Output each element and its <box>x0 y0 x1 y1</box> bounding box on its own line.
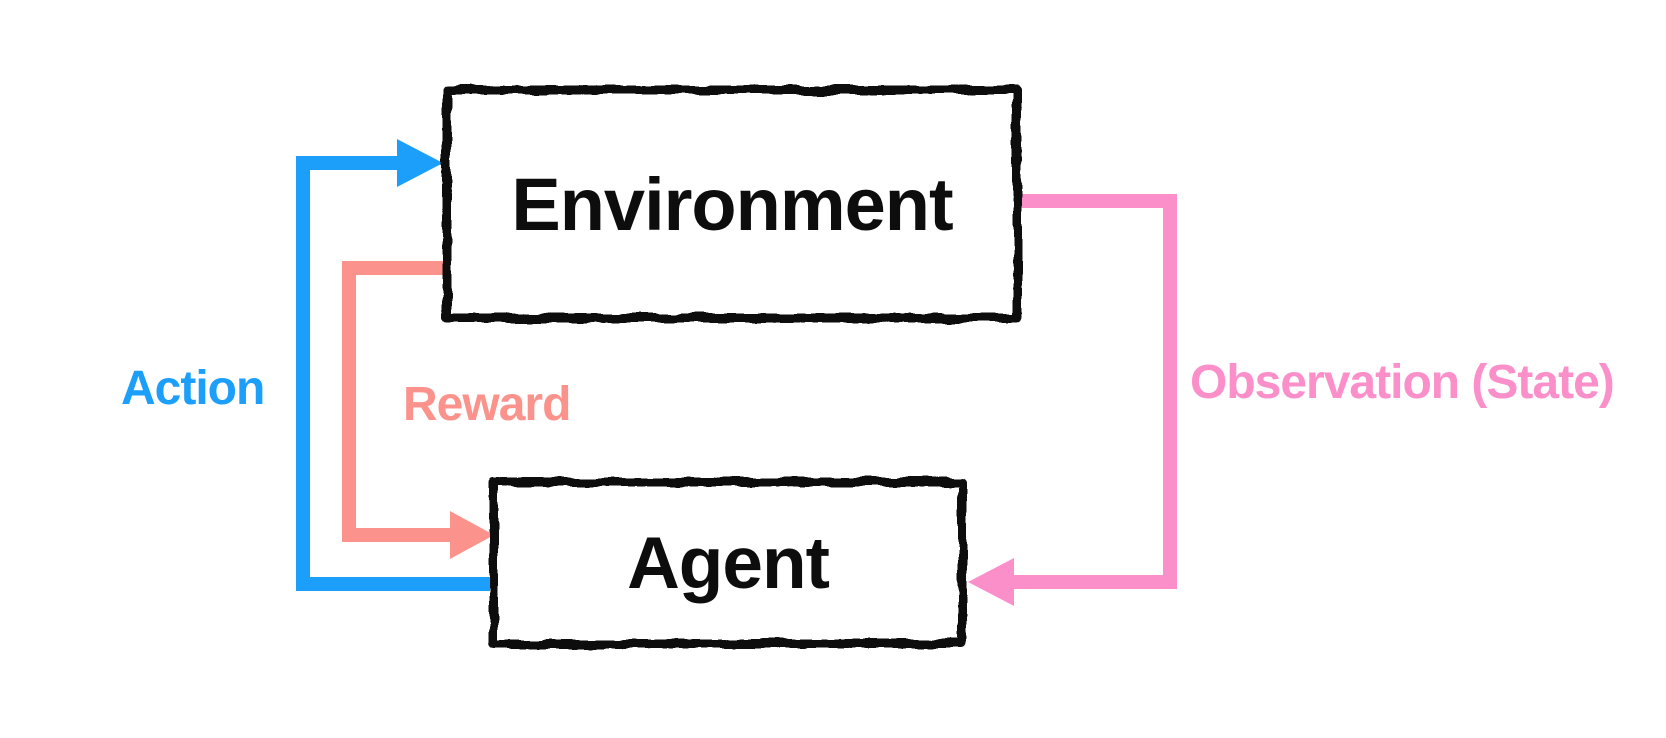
action-arrow <box>296 139 490 591</box>
observation-edge-label: Observation (State) <box>1190 356 1615 409</box>
agent-box <box>489 477 967 649</box>
reward-arrowhead-icon <box>450 511 494 559</box>
environment-box <box>442 85 1022 323</box>
action-edge-label: Action <box>121 362 265 415</box>
observation-arrowhead-icon <box>968 558 1014 606</box>
reward-edge-label: Reward <box>403 378 571 431</box>
observation-arrow <box>968 194 1177 606</box>
reward-arrow <box>342 261 494 559</box>
environment-node-label: Environment <box>511 162 953 246</box>
agent-node-label: Agent <box>627 522 830 604</box>
action-arrowhead-icon <box>397 139 443 187</box>
